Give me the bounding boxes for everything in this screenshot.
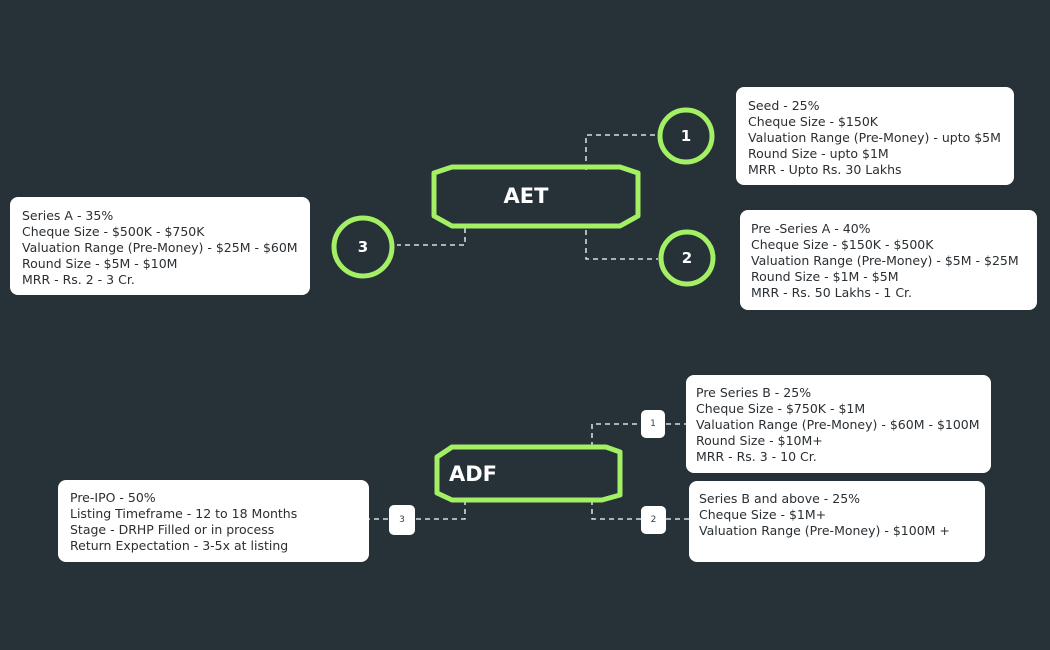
aet-connector-3 — [397, 228, 466, 246]
adf-node-3-line-4: Return Expectation - 3-5x at listing — [70, 538, 289, 553]
adf-node-1-line-3: Valuation Range (Pre-Money) - $60M - $10… — [696, 417, 980, 432]
aet-node-3-circle — [331, 215, 395, 279]
adf-connectors — [369, 423, 689, 520]
adf-node-1-line-2: Cheque Size - $750K - $1M — [696, 401, 866, 416]
aet-node-2-number: 2 — [681, 249, 693, 267]
aet-node-1-box: Seed - 25% Cheque Size - $150K Valuation… — [736, 87, 1014, 185]
aet-node-1-line-2: Cheque Size - $150K — [748, 114, 878, 129]
aet-node-2-line-4: Round Size - $1M - $5M — [751, 269, 899, 284]
aet-node-3-line-3: Valuation Range (Pre-Money) - $25M - $60… — [22, 240, 298, 255]
adf-node-2-line-2: Cheque Size - $1M+ — [699, 507, 827, 522]
aet-node-1-circle — [657, 107, 715, 165]
adf-node-1-line-5: MRR - Rs. 3 - 10 Cr. — [696, 449, 817, 464]
aet-node-2-circle — [658, 229, 716, 287]
adf-node-3-box: Pre-IPO - 50% Listing Timeframe - 12 to … — [58, 480, 369, 562]
adf-node-2-box: Series B and above - 25% Cheque Size - $… — [689, 481, 985, 562]
adf-hexagon — [434, 444, 623, 503]
aet-node-1-line-3: Valuation Range (Pre-Money) - upto $5M — [748, 130, 1001, 145]
aet-node-3-number: 3 — [357, 238, 369, 256]
aet-node-2-line-2: Cheque Size - $150K - $500K — [751, 237, 934, 252]
adf-node-1-line-1: Pre Series B - 25% — [696, 385, 812, 400]
adf-node-3-tag: 3 — [389, 505, 415, 535]
aet-node-2-box: Pre -Series A - 40% Cheque Size - $150K … — [740, 210, 1037, 310]
aet-node-1-number: 1 — [680, 127, 692, 145]
aet-node-3-line-5: MRR - Rs. 2 - 3 Cr. — [22, 272, 135, 287]
adf-connector-1 — [591, 423, 641, 447]
aet-node-2-line-3: Valuation Range (Pre-Money) - $5M - $25M — [751, 253, 1019, 268]
aet-connectors — [397, 134, 658, 260]
aet-title: AET — [503, 184, 549, 208]
adf-node-3-line-1: Pre-IPO - 50% — [70, 490, 156, 505]
aet-node-3-line-1: Series A - 35% — [22, 208, 114, 223]
adf-connector-2 — [591, 500, 641, 520]
adf-node-1-tag: 1 — [641, 410, 665, 438]
aet-node-2-line-1: Pre -Series A - 40% — [751, 221, 871, 236]
aet-node-1-line-4: Round Size - upto $1M — [748, 146, 889, 161]
aet-hexagon — [431, 164, 641, 229]
adf-node-2-tag: 2 — [641, 506, 666, 534]
adf-node-2-line-1: Series B and above - 25% — [699, 491, 861, 506]
adf-node-3-line-2: Listing Timeframe - 12 to 18 Months — [70, 506, 298, 521]
adf-node-2-line-3: Valuation Range (Pre-Money) - $100M + — [699, 523, 950, 538]
adf-connector-3 — [415, 500, 466, 520]
aet-node-1-line-1: Seed - 25% — [748, 98, 820, 113]
aet-connector-1 — [585, 134, 658, 170]
aet-node-3-line-4: Round Size - $5M - $10M — [22, 256, 178, 271]
aet-node-2-line-5: MRR - Rs. 50 Lakhs - 1 Cr. — [751, 285, 913, 300]
adf-node-1-line-4: Round Size - $10M+ — [696, 433, 823, 448]
adf-title: ADF — [448, 462, 498, 486]
aet-node-3-box: Series A - 35% Cheque Size - $500K - $75… — [10, 197, 310, 295]
adf-node-1-box: Pre Series B - 25% Cheque Size - $750K -… — [686, 375, 991, 473]
aet-node-1-line-5: MRR - Upto Rs. 30 Lakhs — [748, 162, 902, 177]
aet-node-3-line-2: Cheque Size - $500K - $750K — [22, 224, 205, 239]
adf-node-3-line-3: Stage - DRHP Filled or in process — [70, 522, 275, 537]
aet-connector-2 — [585, 230, 658, 260]
